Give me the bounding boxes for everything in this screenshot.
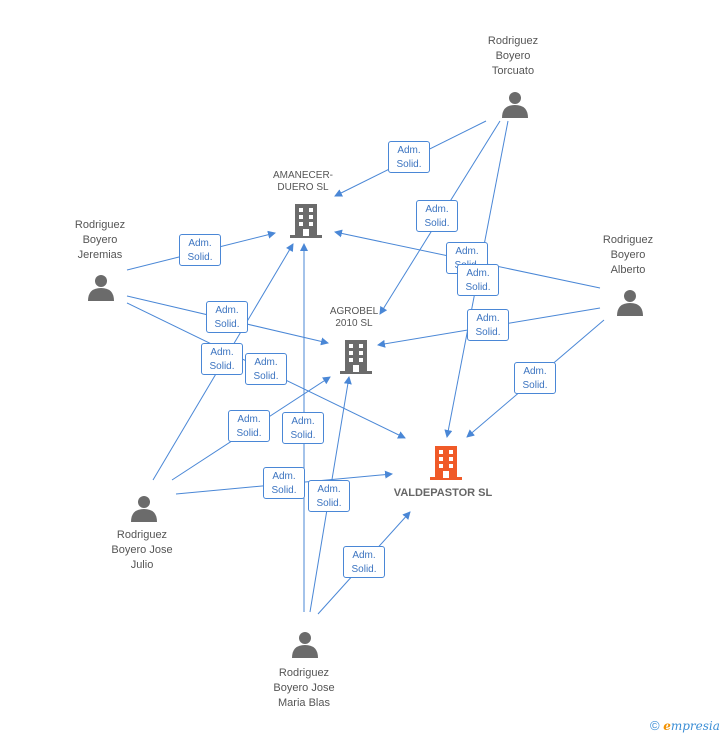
role-badge: Adm.Solid. — [308, 480, 350, 512]
role-badge: Adm.Solid. — [514, 362, 556, 394]
building-icon — [340, 340, 372, 374]
person-icon — [502, 92, 528, 118]
role-badge: Adm.Solid. — [263, 467, 305, 499]
company-label-valdepastor[interactable]: VALDEPASTOR SL — [393, 487, 493, 499]
copyright-icon: © — [650, 718, 660, 733]
person-label-jose-maria[interactable]: Rodriguez Boyero Jose Maria Blas — [273, 667, 335, 709]
role-badge: Adm.Solid. — [228, 410, 270, 442]
person-icon — [292, 632, 318, 658]
role-badge: Adm.Solid. — [388, 141, 430, 173]
person-label-jeremias[interactable]: Rodriguez Boyero Jeremias — [74, 219, 126, 261]
company-label-agrobel[interactable]: AGROBEL 2010 SL — [329, 306, 379, 329]
role-badge: Adm.Solid. — [343, 546, 385, 578]
building-icon — [430, 446, 462, 480]
empresia-logo[interactable]: empresia — [663, 719, 720, 733]
company-label-amanecer[interactable]: AMANECER- DUERO SL — [272, 170, 334, 193]
person-icon — [617, 290, 643, 316]
person-label-torcuato[interactable]: Rodriguez Boyero Torcuato — [487, 35, 539, 77]
person-label-jose-julio[interactable]: Rodriguez Boyero Jose Julio — [111, 529, 173, 571]
role-badge: Adm.Solid. — [206, 301, 248, 333]
role-badge: Adm.Solid. — [282, 412, 324, 444]
person-icon — [131, 496, 157, 522]
role-badge: Adm.Solid. — [245, 353, 287, 385]
building-icon — [290, 204, 322, 238]
role-badge: Adm.Solid. — [201, 343, 243, 375]
copyright-footer: © empresia — [650, 718, 720, 733]
role-badge: Adm.Solid. — [416, 200, 458, 232]
person-icon — [88, 275, 114, 301]
role-badge: Adm.Solid. — [467, 309, 509, 341]
person-label-alberto[interactable]: Rodriguez Boyero Alberto — [602, 234, 654, 276]
role-badge: Adm.Solid. — [179, 234, 221, 266]
role-badge: Adm.Solid. — [457, 264, 499, 296]
